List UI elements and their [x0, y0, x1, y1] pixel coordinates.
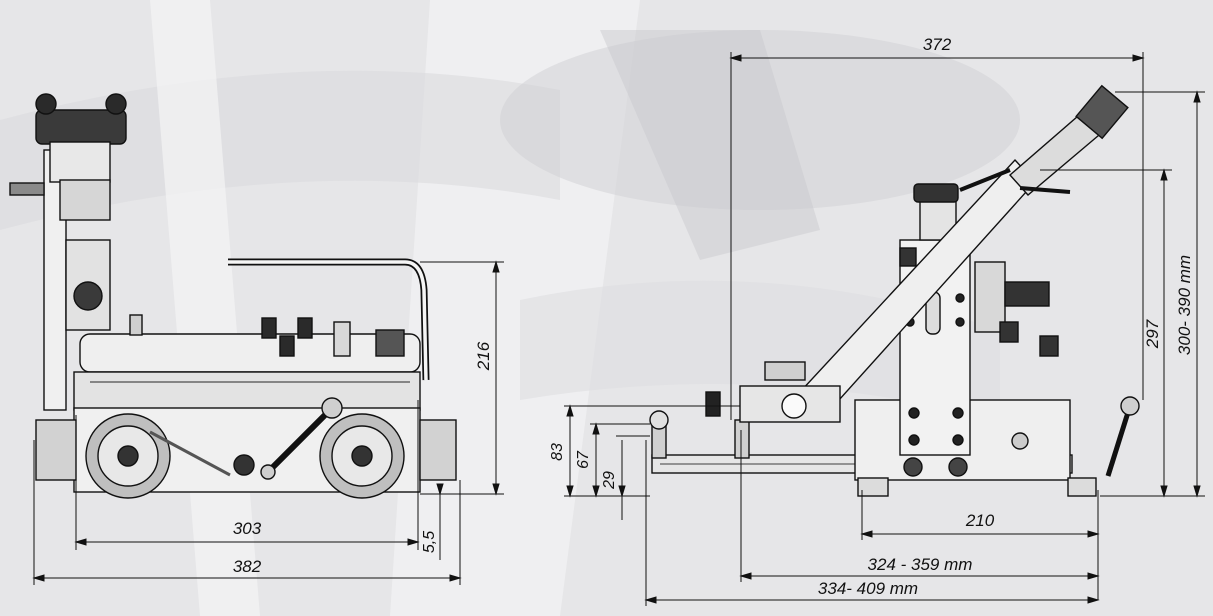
label-324-359: 324 - 359 mm [868, 555, 973, 574]
label-372: 372 [923, 35, 952, 54]
front-view-machine [649, 84, 1140, 497]
label-303: 303 [233, 519, 262, 538]
label-5-5: 5,5 [421, 531, 438, 553]
label-300-390: 300- 390 mm [1175, 255, 1194, 355]
label-210: 210 [965, 511, 995, 530]
side-view-machine [9, 93, 457, 499]
label-297: 297 [1143, 319, 1162, 349]
dimension-labels: 303 382 216 5,5 372 300- 390 mm 297 83 6… [233, 35, 1194, 598]
label-216: 216 [474, 341, 493, 371]
label-382: 382 [233, 557, 262, 576]
label-334-409: 334- 409 mm [818, 579, 918, 598]
side-view-dimensions [32, 260, 504, 585]
top-clamp [35, 109, 127, 145]
label-83: 83 [549, 443, 566, 461]
label-29: 29 [601, 471, 618, 490]
front-view-dimensions [564, 52, 1205, 606]
label-67: 67 [575, 450, 592, 469]
